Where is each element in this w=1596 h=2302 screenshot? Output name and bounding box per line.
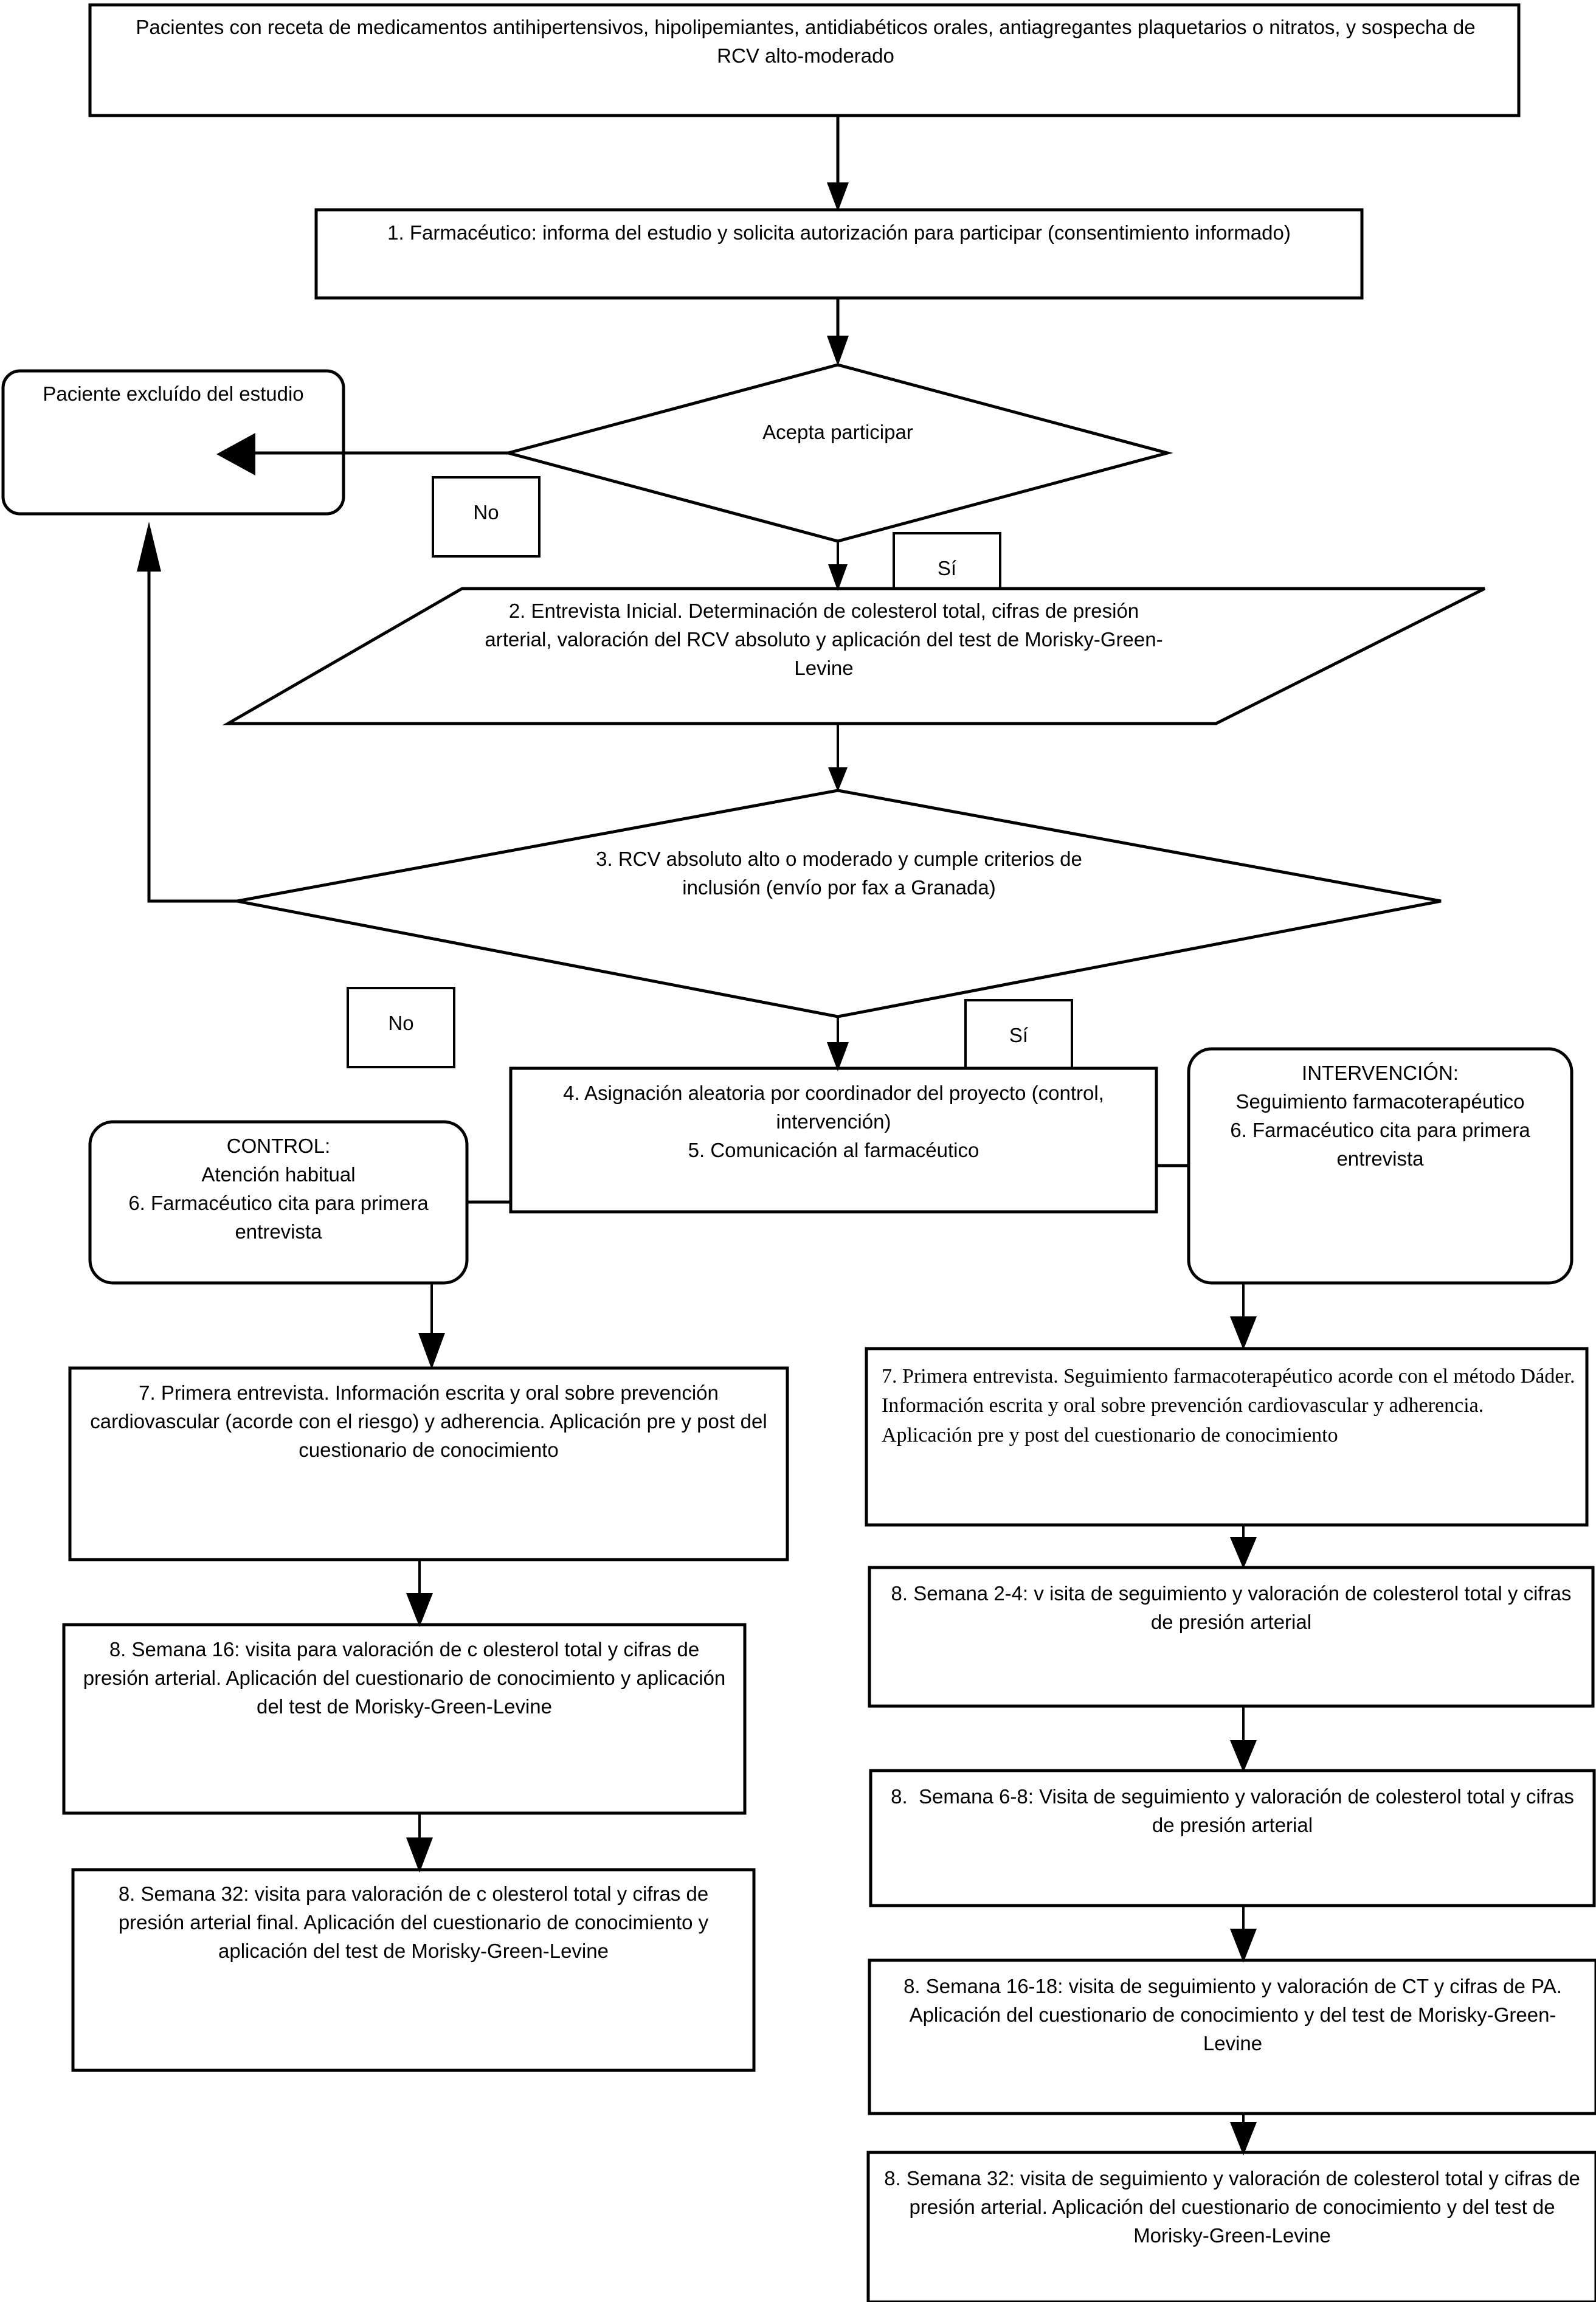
label-si-1-text: Sí — [937, 557, 957, 579]
node-step1-shape — [314, 208, 1364, 300]
label-no-2-shape — [347, 987, 455, 1068]
node-intervention-week16-18-shape — [868, 1958, 1596, 2115]
node-decision-rcv-shape — [237, 789, 1442, 1018]
node-control-week32-label: 8. Semana 32: visita para valoración de … — [118, 1882, 714, 1962]
node-step2-label: 2. Entrevista Inicial. Determinación de … — [485, 600, 1163, 679]
node-intervention-step7-label: 7. Primera entrevista. Seguimiento farma… — [882, 1365, 1580, 1447]
node-intervention-week32-shape — [866, 2151, 1596, 2302]
label-si-2-text: Sí — [1009, 1024, 1029, 1046]
node-control-week16-shape — [62, 1623, 747, 1815]
node-intervention-week16-18-label: 8. Semana 16-18: visita de seguimiento y… — [903, 1975, 1567, 2055]
edge-int-week1618-week32-arrowhead — [1230, 2122, 1257, 2155]
edge-step2-rcv-arrowhead — [828, 767, 848, 792]
edge-control-step7-arrowhead — [418, 1333, 445, 1369]
node-intervention-week6-8-label: 8. Semana 6-8: Visita de seguimiento y v… — [891, 1785, 1580, 1836]
edge-control-week16-week32-arrowhead — [406, 1837, 433, 1873]
node-decision-accept-shape — [502, 363, 1173, 543]
node-start-shape — [88, 3, 1521, 117]
edge-step1-decision-arrowhead — [827, 336, 849, 366]
edge-int-week68-week1618-arrowhead — [1230, 1929, 1257, 1963]
edge-rcv-excluded-arrowhead — [137, 522, 161, 572]
node-step1-label: 1. Farmacéutico: informa del estudio y s… — [387, 221, 1291, 244]
node-step45-shape — [509, 1066, 1158, 1214]
node-control-step7-label: 7. Primera entrevista. Información escri… — [90, 1381, 767, 1461]
edge-rcv-excluded — [147, 547, 237, 903]
edge-intervention-step7-arrowhead — [1230, 1316, 1257, 1350]
node-intervention-week2-4-shape — [868, 1566, 1595, 1708]
edge-int-step7-week24-arrowhead — [1230, 1537, 1257, 1569]
node-intervention-week2-4-label: 8. Semana 2-4: v isita de seguimiento y … — [891, 1582, 1577, 1633]
node-excluded-label: Paciente excluído del estudio — [43, 382, 304, 405]
node-intervention-week6-8-shape — [869, 1769, 1596, 1907]
node-start-label: Pacientes con receta de medicamentos ant… — [136, 16, 1481, 67]
node-control-step7-shape — [68, 1366, 789, 1561]
label-si-2-shape — [964, 999, 1073, 1080]
node-step2-shape — [222, 587, 1486, 725]
node-intervention-week32-label: 8. Semana 32: visita de seguimiento y va… — [884, 2167, 1580, 2247]
label-no-2-text: No — [388, 1012, 414, 1034]
edge-decision-excluded-arrowhead — [216, 433, 255, 475]
node-control-label: CONTROL: Atención habitual 6. Farmacéuti… — [128, 1135, 429, 1243]
node-decision-accept-label: Acepta participar — [762, 421, 913, 443]
edge-int-week24-week68-arrowhead — [1230, 1740, 1257, 1772]
node-intervention-label: INTERVENCIÓN: Seguimiento farmacoterapéu… — [1230, 1062, 1530, 1170]
label-no-1-text: No — [473, 501, 499, 524]
node-control-week16-label: 8. Semana 16: visita para valoración de … — [83, 1638, 731, 1718]
edge-start-step1-arrowhead — [827, 182, 849, 212]
node-intervention-step7-shape — [865, 1347, 1589, 1527]
node-excluded-shape — [1, 369, 345, 516]
edge-decision-step2-arrowhead — [828, 564, 848, 591]
edge-rcv-step45-arrowhead — [827, 1042, 849, 1071]
node-decision-rcv-label: 3. RCV absoluto alto o moderado y cumple… — [596, 848, 1088, 899]
node-control-week32-shape — [71, 1868, 756, 2072]
edge-control-step7-week16-arrowhead — [406, 1593, 433, 1627]
node-step45-label: 4. Asignación aleatoria por coordinador … — [563, 1082, 1104, 1161]
label-no-1-shape — [432, 476, 541, 558]
